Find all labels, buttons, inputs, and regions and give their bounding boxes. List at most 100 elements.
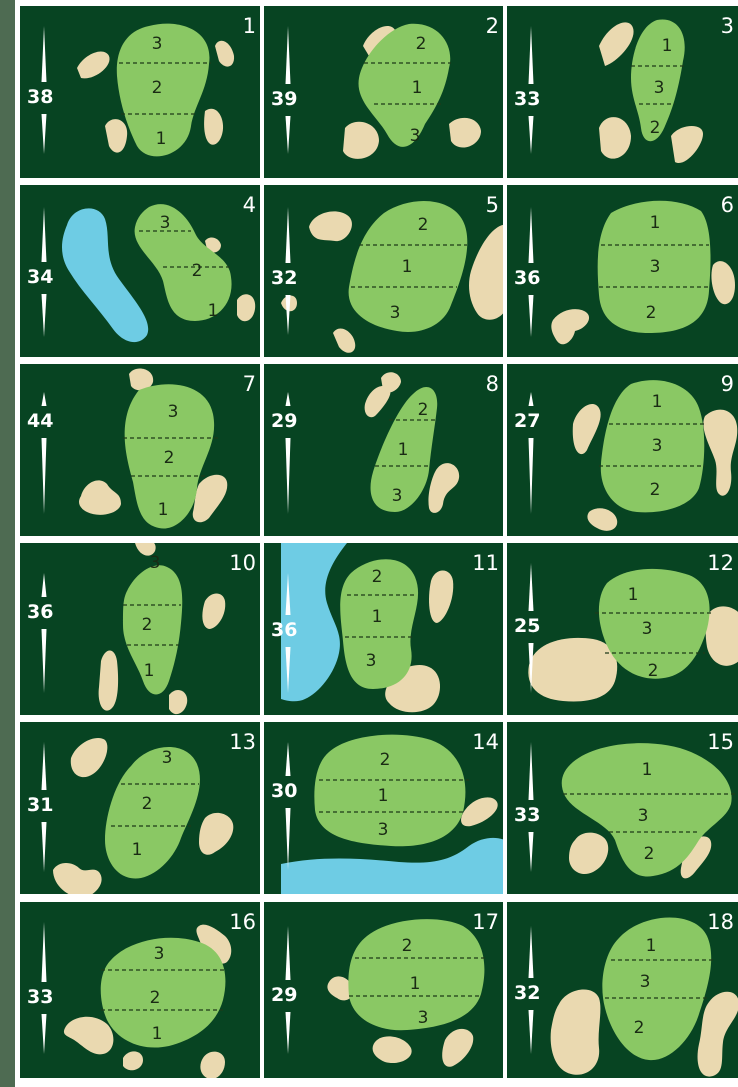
depth-arrow-down-icon (286, 295, 291, 335)
putting-green (105, 747, 200, 879)
green-map (264, 722, 503, 894)
hole-number: 1 (243, 14, 256, 38)
zone-label: 3 (162, 748, 173, 768)
zone-label: 3 (160, 213, 171, 233)
bunker (551, 309, 589, 344)
green-depth: 33 (514, 88, 540, 110)
hole-number: 2 (486, 14, 499, 38)
bunker (569, 833, 608, 874)
green-map (264, 6, 503, 178)
bunker (469, 225, 503, 320)
bunker (381, 372, 401, 392)
zone-label: 1 (132, 840, 143, 860)
hole-number: 5 (486, 193, 499, 217)
zone-label: 1 (402, 257, 413, 277)
zone-label: 2 (402, 936, 413, 956)
zone-label: 2 (650, 118, 661, 138)
zone-label: 2 (150, 988, 161, 1008)
hole-cell-7: 321744 (20, 364, 260, 536)
zone-label: 1 (412, 78, 423, 98)
zone-label: 1 (628, 585, 639, 605)
bunker (71, 738, 108, 777)
depth-arrow-up-icon (286, 392, 291, 406)
green-map (264, 364, 503, 536)
zone-label: 2 (418, 215, 429, 235)
depth-arrow-down-icon (529, 832, 534, 872)
hole-number: 13 (229, 730, 256, 754)
green-depth: 33 (27, 986, 53, 1008)
depth-arrow-up-icon (42, 573, 47, 597)
zone-label: 3 (640, 972, 651, 992)
zone-label: 3 (168, 402, 179, 422)
water-hazard (281, 838, 503, 894)
hole-cell-3: 132333 (507, 6, 738, 178)
zone-label: 3 (390, 303, 401, 323)
green-depth: 33 (514, 804, 540, 826)
zone-label: 3 (654, 78, 665, 98)
putting-green (602, 917, 711, 1060)
bunker (99, 651, 118, 711)
green-map (507, 722, 738, 894)
zone-label: 3 (366, 651, 377, 671)
depth-arrow-down-icon (529, 438, 534, 514)
depth-arrow-up-icon (286, 742, 291, 776)
green-depth: 36 (271, 619, 297, 641)
zone-label: 1 (662, 36, 673, 56)
zone-label: 3 (154, 944, 165, 964)
green-map (20, 902, 260, 1078)
hole-number: 11 (472, 551, 499, 575)
bunker (200, 1052, 225, 1078)
depth-arrow-up-icon (42, 742, 47, 790)
hole-cell-4: 321434 (20, 185, 260, 357)
zone-label: 3 (378, 820, 389, 840)
hole-cell-5: 213532 (264, 185, 503, 357)
hole-number: 8 (486, 372, 499, 396)
hole-number: 18 (707, 910, 734, 934)
zone-label: 3 (392, 486, 403, 506)
hole-number: 4 (243, 193, 256, 217)
green-depth: 34 (27, 266, 53, 288)
zone-label: 1 (208, 301, 219, 321)
bunker (711, 261, 735, 304)
zone-label: 2 (142, 615, 153, 635)
zone-label: 1 (378, 786, 389, 806)
hole-number: 10 (229, 551, 256, 575)
zone-label: 2 (650, 480, 661, 500)
bunker (333, 328, 355, 352)
green-depth: 27 (514, 410, 540, 432)
zone-label: 3 (152, 34, 163, 54)
zone-label: 3 (652, 436, 663, 456)
bunker (461, 797, 498, 826)
bunker (79, 480, 121, 514)
depth-arrow-up-icon (529, 926, 534, 978)
bunker (449, 118, 481, 148)
bunker (309, 211, 352, 241)
depth-arrow-down-icon (529, 295, 534, 337)
hole-cell-6: 132636 (507, 185, 738, 357)
bunker (199, 813, 233, 855)
depth-arrow-up-icon (42, 922, 47, 982)
zone-label: 3 (642, 619, 653, 639)
green-depth: 25 (514, 615, 540, 637)
zone-label: 2 (648, 661, 659, 681)
zone-label: 1 (398, 440, 409, 460)
hole-number: 3 (721, 14, 734, 38)
green-depth: 29 (271, 410, 297, 432)
depth-arrow-down-icon (529, 1010, 534, 1054)
green-depth: 29 (271, 984, 297, 1006)
green-depth: 44 (27, 410, 53, 432)
depth-arrow-up-icon (42, 207, 47, 262)
hole-number: 12 (707, 551, 734, 575)
green-depth: 31 (27, 794, 53, 816)
hole-cell-10: 3211036 (20, 543, 260, 715)
green-depth: 30 (271, 780, 297, 802)
depth-arrow-down-icon (529, 116, 534, 154)
zone-label: 3 (638, 806, 649, 826)
